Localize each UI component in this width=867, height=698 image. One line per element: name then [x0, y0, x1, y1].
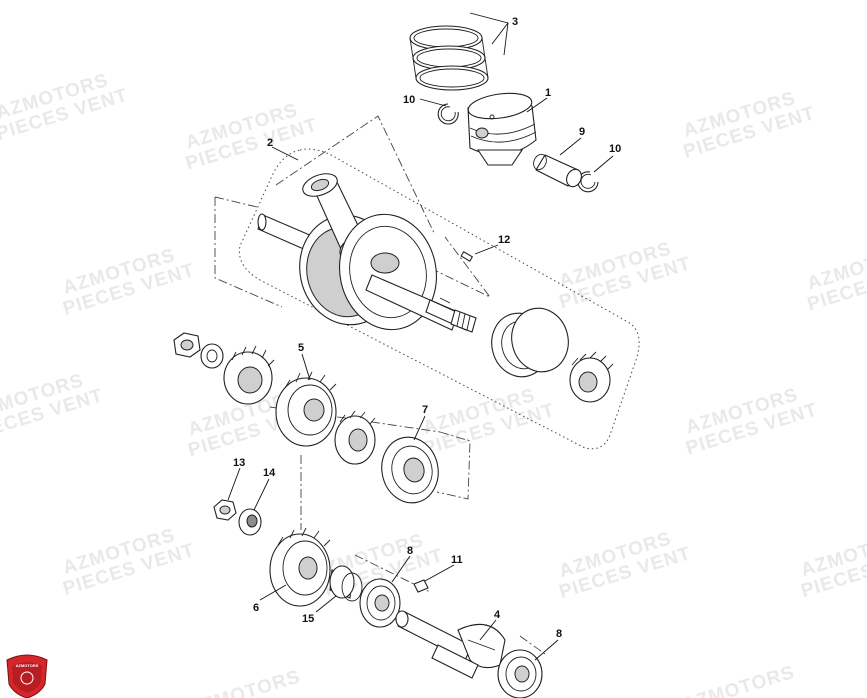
- piston-icon: [467, 92, 537, 166]
- nut-icon: [173, 332, 201, 358]
- circlip-icon: [577, 171, 599, 193]
- watermark-layer: AZMOTORS PIECES VENT AZMOTORS PIECES VEN…: [0, 70, 867, 698]
- assembly-lines: [214, 115, 640, 655]
- balancer-driven-gear-icon: [269, 527, 331, 607]
- callout-13: 13: [233, 457, 245, 469]
- watermark-line1: AZMOTORS: [680, 662, 797, 698]
- key-icon: [460, 251, 474, 262]
- timing-gear-icon: [569, 351, 614, 403]
- bearing-icon: [359, 578, 401, 628]
- azmotors-logo: AZMOTORS: [6, 654, 48, 698]
- callout-9: 9: [579, 126, 585, 138]
- logo-text: AZMOTORS: [16, 663, 39, 668]
- pinion-gear-icon: [334, 410, 376, 465]
- crankshaft-icon: [257, 173, 477, 333]
- callout-11: 11: [451, 554, 463, 566]
- callout-7: 7: [422, 404, 428, 416]
- callout-6: 6: [253, 602, 259, 614]
- nut-icon: [213, 499, 237, 521]
- callout-8: 8: [556, 628, 562, 640]
- drive-gear-icon: [223, 345, 275, 405]
- watermark-line1: AZMOTORS: [186, 666, 303, 698]
- washer-icon: [238, 508, 262, 536]
- leader-lines: [227, 12, 614, 661]
- callout-2: 2: [267, 137, 273, 149]
- callout-3: 3: [512, 16, 518, 28]
- callout-1: 1: [545, 87, 551, 99]
- callout-12: 12: [498, 234, 510, 246]
- callout-4: 4: [494, 609, 501, 621]
- bearing-icon: [497, 649, 543, 698]
- callout-10: 10: [403, 94, 415, 106]
- callout-labels: 3 1 10 9 10 2 12 5 7 13 14 8 11 6 15 4 8: [233, 16, 621, 640]
- key-icon: [413, 579, 429, 593]
- callout-15: 15: [302, 613, 314, 625]
- balancer-shaft-icon: [395, 610, 506, 679]
- callout-14: 14: [263, 467, 276, 479]
- callout-10: 10: [609, 143, 621, 155]
- spacer-icon: [329, 565, 363, 602]
- bearing-icon: [491, 307, 569, 378]
- piston-rings-icon: [409, 25, 489, 91]
- callout-5: 5: [298, 342, 304, 354]
- washer-icon: [200, 343, 224, 369]
- circlip-icon: [437, 103, 459, 125]
- bearing-icon: [381, 436, 439, 504]
- callout-8: 8: [407, 545, 413, 557]
- piston-pin-icon: [533, 153, 582, 188]
- balancer-drive-gear-icon: [275, 371, 337, 447]
